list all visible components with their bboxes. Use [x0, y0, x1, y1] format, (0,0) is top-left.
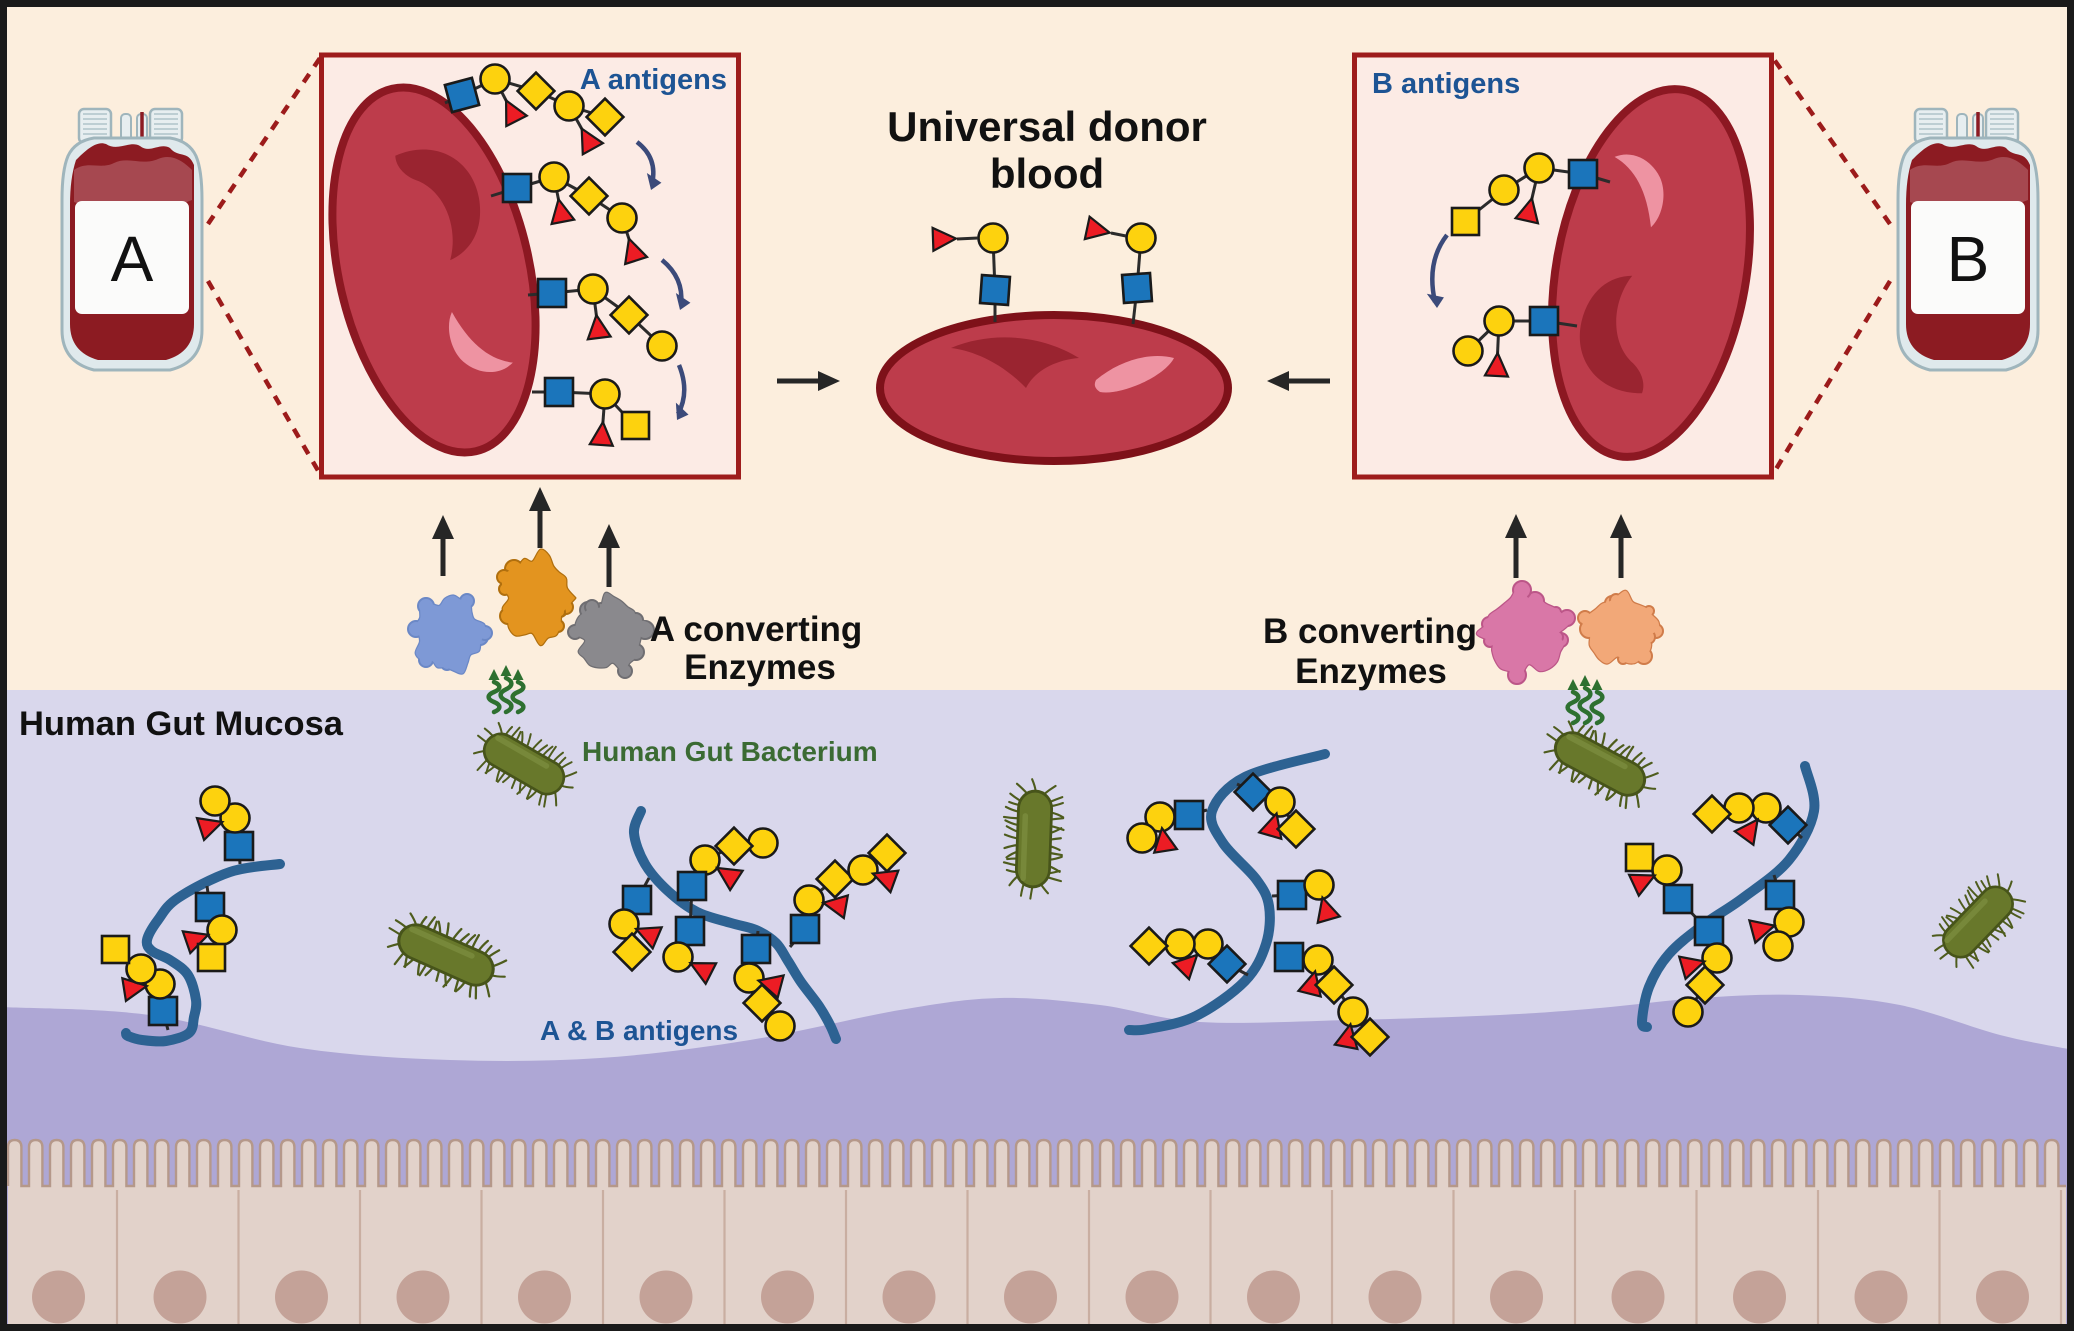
- svg-text:Human Gut Bacterium: Human Gut Bacterium: [582, 736, 878, 767]
- svg-text:A converting: A converting: [650, 610, 863, 649]
- svg-text:A antigens: A antigens: [580, 64, 727, 96]
- svg-text:Enzymes: Enzymes: [1295, 652, 1447, 691]
- svg-text:A & B antigens: A & B antigens: [540, 1015, 738, 1046]
- svg-text:Universal donor: Universal donor: [887, 103, 1207, 150]
- svg-text:Human Gut Mucosa: Human Gut Mucosa: [19, 705, 344, 743]
- svg-text:A: A: [111, 223, 154, 295]
- svg-text:B antigens: B antigens: [1372, 68, 1520, 100]
- svg-text:B: B: [1947, 223, 1990, 295]
- svg-text:B converting: B converting: [1263, 612, 1477, 651]
- svg-text:Enzymes: Enzymes: [684, 648, 836, 687]
- svg-text:blood: blood: [990, 150, 1104, 197]
